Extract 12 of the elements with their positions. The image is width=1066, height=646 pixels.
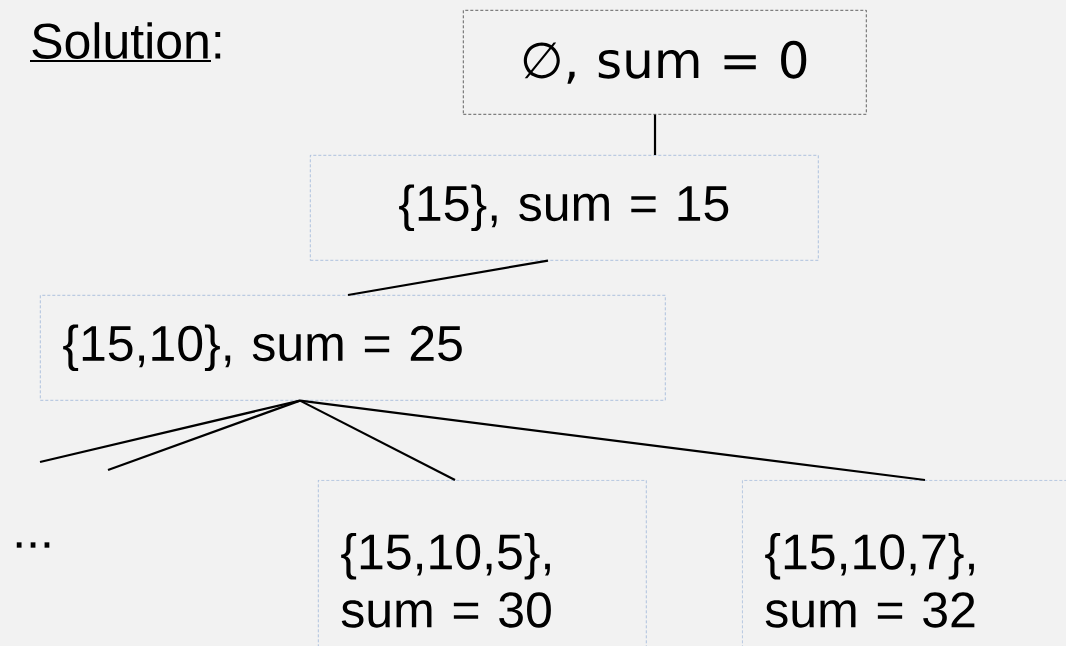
set-box: {15,10,5}, sum = 30 — [318, 480, 647, 646]
set-box: {15,10}, sum = 25 — [40, 295, 666, 401]
tree-line — [653, 114, 657, 155]
tree-line — [347, 259, 549, 297]
tree-line — [299, 399, 926, 482]
tree-line — [299, 399, 456, 481]
set-box: {15}, sum = 15 — [310, 155, 819, 261]
set-box: ∅, sum = 0 — [463, 10, 867, 115]
set-box: {15,10,7}, sum = 32 — [742, 480, 1066, 646]
ellipsis: ... — [16, 542, 50, 548]
tree-line — [107, 399, 301, 472]
heading: Solution: — [32, 22, 221, 59]
